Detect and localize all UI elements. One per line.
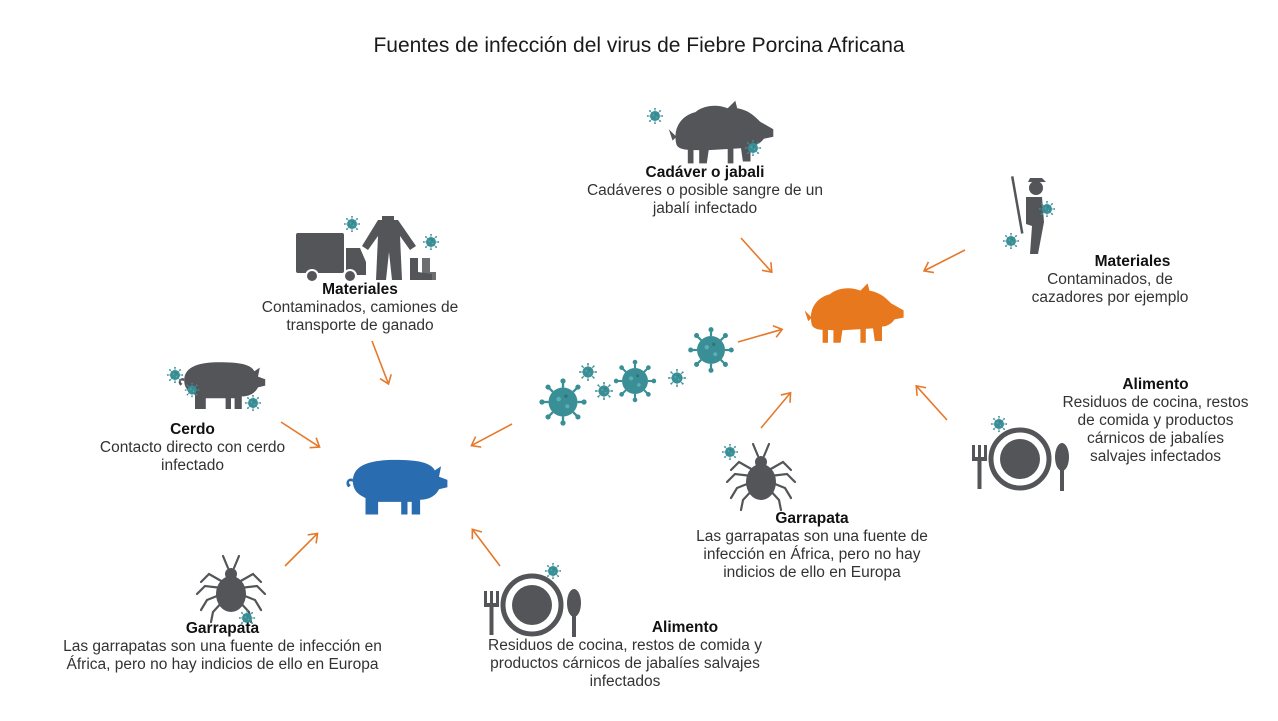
- label-line: Contaminados, de: [1047, 271, 1173, 288]
- hunter-icon: [1010, 176, 1046, 254]
- virus-icon: [990, 415, 1008, 433]
- virus-icon: [1038, 200, 1056, 218]
- virus-icon: [687, 326, 735, 374]
- virus-icon: [594, 381, 614, 401]
- virus-icon: [646, 107, 664, 125]
- arrow-food-to-boar: [910, 381, 953, 425]
- label-line: Contaminados, camiones de: [261, 299, 459, 316]
- diagram-title: Fuentes de infección del virus de Fiebre…: [373, 34, 905, 57]
- label-line: de comida y productos: [1077, 412, 1234, 429]
- arrow-virus-to-boar: [735, 322, 785, 349]
- label-heading: Cerdo: [170, 421, 215, 438]
- label-line: cárnicos de jabalíes: [1087, 430, 1224, 447]
- label-materials-truck: Materiales Contaminados, camiones de tra…: [230, 281, 490, 335]
- virus-icon: [1002, 232, 1020, 250]
- label-line: África, pero no hay indicios de ello en …: [66, 656, 379, 673]
- arrow-materials-to-pig: [365, 338, 395, 387]
- label-heading: Alimento: [1122, 376, 1189, 393]
- label-line: jabalí infectado: [652, 200, 758, 217]
- virus-icon: [744, 139, 762, 157]
- virus-icon: [544, 562, 562, 580]
- virus-icon: [667, 368, 687, 388]
- virus-icon: [244, 394, 262, 412]
- label-line: Residuos de cocina, restos: [1062, 394, 1249, 411]
- virus-icon: [721, 443, 739, 461]
- label-line: Residuos de cocina, restos de comida y: [488, 637, 762, 654]
- carcass-boar-icon: [668, 100, 774, 164]
- label-line: cazadores por ejemplo: [1031, 289, 1189, 306]
- label-line: Cadáveres o posible sangre de un: [586, 182, 824, 199]
- virus-icon: [166, 366, 184, 384]
- label-heading: Cadáver o jabali: [645, 164, 765, 181]
- label-cerdo: Cerdo Contacto directo con cerdo infecta…: [70, 421, 315, 475]
- label-carcass: Cadáver o jabali Cadáveres o posible san…: [550, 164, 860, 218]
- label-line: Contacto directo con cerdo: [99, 439, 286, 456]
- label-line: productos cárnicos de jabalíes salvajes: [490, 655, 760, 672]
- truck-icon: [296, 233, 366, 283]
- label-line: transporte de ganado: [286, 317, 434, 334]
- virus-icon: [612, 358, 658, 404]
- label-line: infectado: [161, 457, 224, 474]
- coverall-icon: [362, 216, 416, 280]
- label-materials-hunter: Materiales Contaminados, de cazadores po…: [1005, 253, 1215, 307]
- arrow-tick-to-boar: [755, 388, 796, 433]
- label-heading: Alimento: [651, 619, 719, 636]
- label-food-right: Alimento Residuos de cocina, restos de c…: [1038, 376, 1273, 466]
- domestic-pig-icon: [346, 459, 448, 515]
- label-line: salvajes infectados: [1090, 448, 1221, 465]
- boot-icon: [410, 258, 436, 280]
- arrow-tick-to-pig: [279, 528, 323, 572]
- label-line: infección en África, pero no hay: [703, 546, 921, 563]
- label-line: indicios de ello en Europa: [723, 564, 901, 581]
- label-line: Las garrapatas son una fuente de infecci…: [63, 638, 382, 655]
- tick-icon: [195, 554, 267, 624]
- arrow-food-to-pig: [466, 524, 506, 571]
- virus-icon: [538, 377, 588, 427]
- label-tick-left: Garrapata Las garrapatas son una fuente …: [20, 620, 425, 674]
- label-heading: Garrapata: [775, 510, 849, 527]
- virus-icon: [578, 362, 598, 382]
- label-line: infectados: [589, 673, 661, 690]
- virus-icon: [422, 233, 440, 251]
- tick-icon: [725, 442, 797, 512]
- virus-icon: [184, 382, 200, 398]
- arrow-virus-to-pig: [467, 417, 516, 452]
- label-heading: Materiales: [322, 281, 398, 298]
- wild-boar-icon: [804, 283, 904, 343]
- arrow-carcass-to-boar: [735, 233, 778, 277]
- virus-cluster: [538, 326, 735, 427]
- label-heading: Materiales: [1094, 253, 1171, 270]
- label-line: Las garrapatas son una fuente de: [696, 528, 928, 545]
- arrow-hunter-to-boar: [920, 243, 969, 278]
- virus-icon: [343, 215, 361, 233]
- label-tick-right: Garrapata Las garrapatas son una fuente …: [662, 510, 962, 582]
- label-heading: Garrapata: [185, 620, 260, 637]
- label-food-center: Alimento Residuos de cocina, restos de c…: [455, 619, 795, 691]
